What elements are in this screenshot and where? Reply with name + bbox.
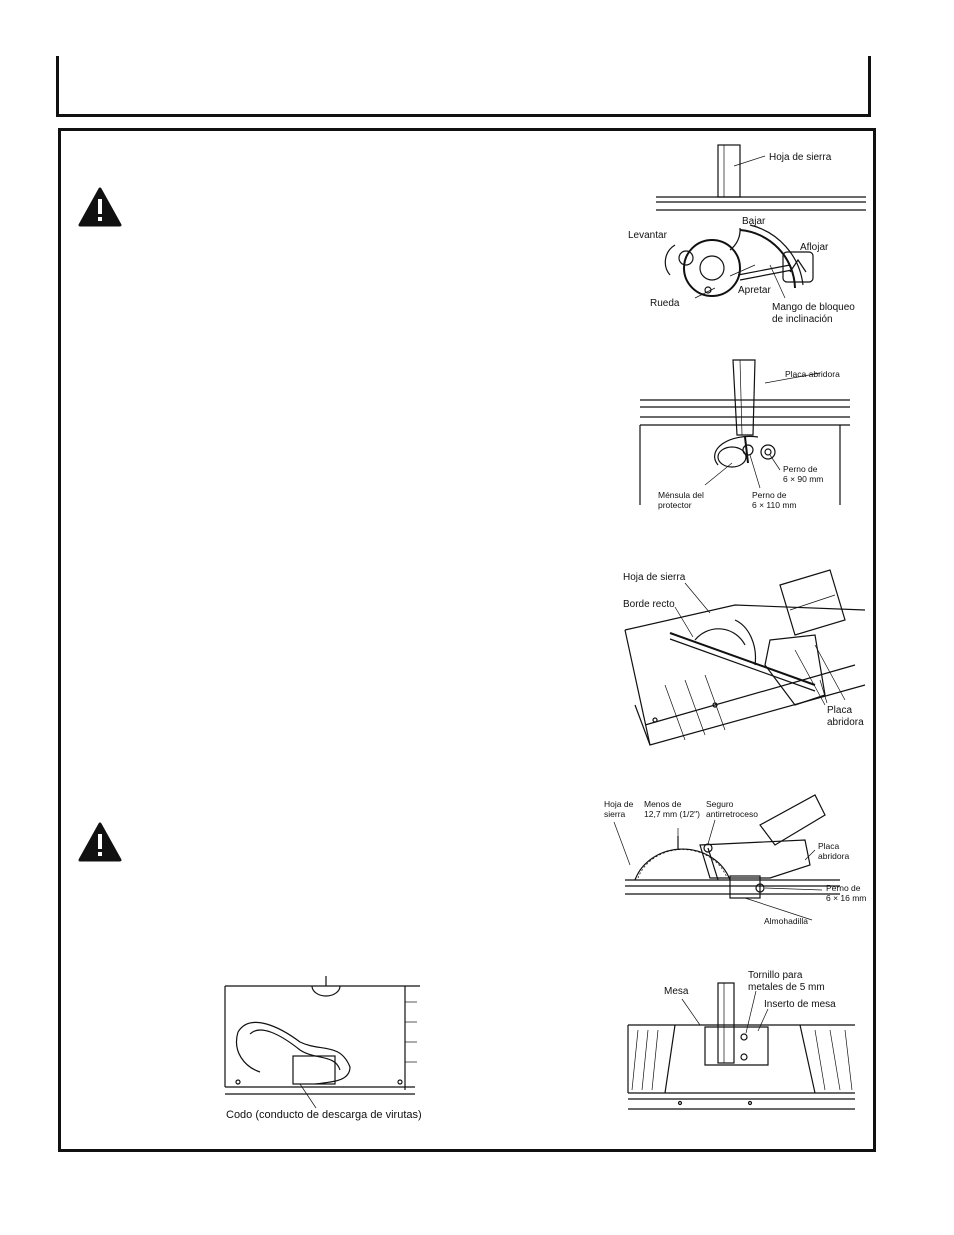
label-tighten: Apretar bbox=[738, 285, 771, 296]
label-blade-1: Hoja de bbox=[604, 799, 634, 809]
elbow-figure: Codo (conducto de descarga de virutas) bbox=[220, 972, 450, 1124]
label-straight-edge: Borde recto bbox=[623, 599, 675, 610]
label-bolt-110-2: 6 × 110 mm bbox=[752, 500, 797, 510]
label-insert: Inserto de mesa bbox=[764, 999, 836, 1010]
kickback-drawing bbox=[613, 794, 840, 921]
label-bracket-2: protector bbox=[658, 500, 692, 510]
label-loosen: Aflojar bbox=[800, 242, 829, 253]
splitter-mount-drawing bbox=[639, 359, 850, 505]
label-raise: Levantar bbox=[628, 230, 667, 241]
label-bolt-90-2: 6 × 90 mm bbox=[783, 474, 824, 484]
label-bolt-2: 6 × 16 mm bbox=[826, 893, 867, 903]
label-splitter-2: abridora bbox=[827, 717, 864, 728]
kickback-figure: Hoja de sierra Menos de 12,7 mm (1/2") S… bbox=[600, 790, 870, 935]
label-pawl-2: antirretroceso bbox=[706, 809, 758, 819]
label-bolt-90-1: Perno de bbox=[783, 464, 818, 474]
label-splitter-1: Placa bbox=[827, 705, 853, 716]
elbow-drawing bbox=[224, 976, 420, 1109]
label-bevel-lock-2: de inclinación bbox=[772, 314, 833, 325]
header-box bbox=[56, 56, 871, 117]
label-lower: Bajar bbox=[742, 216, 766, 227]
table-insert-figure: Tornillo para metales de 5 mm Mesa Inser… bbox=[620, 965, 870, 1115]
label-screw-2: metales de 5 mm bbox=[748, 982, 825, 993]
label-screw-1: Tornillo para bbox=[748, 970, 803, 981]
label-wheel: Rueda bbox=[650, 298, 680, 309]
label-blade: Hoja de sierra bbox=[769, 152, 832, 163]
label-splitter-2: abridora bbox=[818, 851, 850, 861]
warning-icon bbox=[78, 822, 122, 862]
caption-elbow: Codo (conducto de descarga de virutas) bbox=[226, 1109, 422, 1121]
label-bracket-1: Ménsula del bbox=[658, 490, 704, 500]
warning-icon bbox=[78, 187, 122, 227]
blade-height-drawing bbox=[656, 144, 866, 299]
label-pawl-1: Seguro bbox=[706, 799, 734, 809]
label-bolt-1: Perno de bbox=[826, 883, 861, 893]
label-splitter: Placa abridora bbox=[785, 369, 840, 379]
label-less-1: Menos de bbox=[644, 799, 682, 809]
splitter-mount-figure: Placa abridora Perno de 6 × 90 mm Ménsul… bbox=[620, 355, 870, 515]
label-pad: Almohadilla bbox=[764, 916, 808, 926]
label-blade: Hoja de sierra bbox=[623, 572, 686, 583]
table-insert-drawing bbox=[627, 982, 855, 1110]
blade-height-figure: Hoja de sierra Bajar Levantar Aflojar Ru… bbox=[620, 140, 870, 330]
label-splitter-1: Placa bbox=[818, 841, 840, 851]
alignment-drawing bbox=[624, 569, 866, 746]
label-blade-2: sierra bbox=[604, 809, 626, 819]
label-less-2: 12,7 mm (1/2") bbox=[644, 809, 700, 819]
label-bolt-110-1: Perno de bbox=[752, 490, 787, 500]
label-table: Mesa bbox=[664, 986, 689, 997]
content-box bbox=[58, 128, 876, 1152]
label-bevel-lock-1: Mango de bloqueo bbox=[772, 302, 855, 313]
alignment-figure: Hoja de sierra Borde recto Placa abridor… bbox=[615, 565, 870, 750]
